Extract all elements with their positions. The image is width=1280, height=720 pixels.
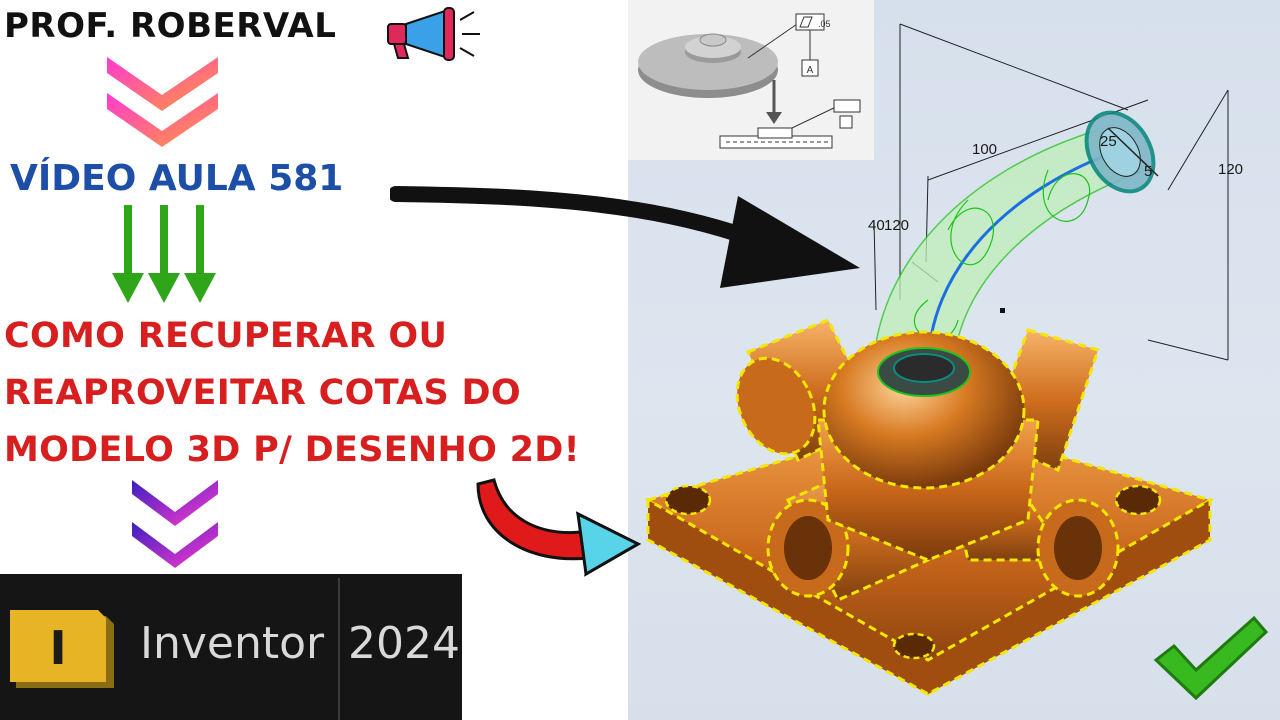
dim-40: 40 [868, 217, 885, 234]
dim-120-right: 120 [1218, 161, 1243, 178]
headline-line-2: REAPROVEITAR COTAS DO [4, 373, 521, 413]
cad-model-render: 100 120 40 120 25 5 [644, 23, 1243, 696]
dim-25: 25 [1100, 133, 1117, 150]
inset-datum-label: A [807, 65, 814, 76]
dim-5: 5 [1144, 163, 1152, 180]
banner-divider [338, 578, 340, 720]
red-curved-arrow [476, 478, 642, 577]
inset-tolerance-label: .05 [818, 19, 831, 29]
headline-line-3: MODELO 3D P/ DESENHO 2D! [4, 430, 580, 470]
software-version: 2024 [348, 618, 460, 669]
headline-line-1: COMO RECUPERAR OU [4, 316, 448, 356]
author-title: PROF. ROBERVAL [4, 6, 337, 46]
green-down-arrows [112, 205, 216, 303]
dim-100: 100 [972, 141, 997, 158]
pink-chevron-arrows [107, 57, 218, 147]
inventor-logo-letter: I [49, 621, 66, 675]
inset-drawing-art: .05 A [638, 13, 861, 149]
dim-120-left: 120 [884, 217, 909, 234]
lesson-title: VÍDEO AULA 581 [10, 158, 344, 199]
purple-chevron-arrows [132, 480, 218, 568]
headline: COMO RECUPERAR OU REAPROVEITAR COTAS DO … [4, 308, 580, 479]
inventor-logo: I [10, 610, 114, 688]
green-check-icon [1153, 615, 1269, 701]
black-curved-arrow [390, 186, 860, 288]
software-name: Inventor [140, 618, 325, 669]
megaphone-icon [387, 7, 480, 61]
